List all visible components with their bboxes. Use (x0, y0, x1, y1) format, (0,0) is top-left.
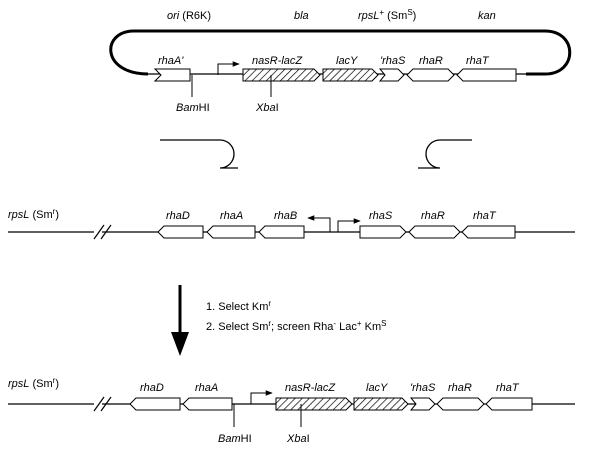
promoter-rhaB-arrow (307, 215, 331, 232)
chrom-label-rhaS: rhaS (369, 210, 393, 222)
result-gene-lacY (353, 397, 409, 411)
chrom-label-rhaD: rhaD (166, 210, 190, 222)
gene-rhaA-prime (153, 68, 191, 82)
label-nasR-lacZ: nasR-lacZ (252, 55, 303, 67)
gene-rhaR (406, 68, 455, 82)
result-label-prime-rhaS: 'rhaS (410, 382, 436, 394)
chromosome: rpsL (Smr) rhaD rhaA rhaB rhaS rhaR rhaT (8, 207, 575, 240)
result-label-nasR-lacZ: nasR-lacZ (285, 382, 336, 394)
gene-nasR-lacZ (242, 68, 321, 82)
chromosome-label-rpsl: rpsL (Smr) (8, 207, 59, 221)
result-chromosome: rpsL (Smr) rhaD rhaA nasR-lacZ lacY 'rha… (8, 376, 575, 445)
chrom-label-rhaA: rhaA (220, 210, 243, 222)
chrom-gene-rhaA (206, 225, 256, 239)
step-2-text: 2. Select Smr; screen Rha- Lac+ KmS (206, 319, 386, 333)
promoter-rhaS-arrow (337, 218, 361, 232)
chrom-gene-rhaS (359, 225, 407, 239)
promoter-arrow (217, 61, 240, 75)
chromosome-break-1 (93, 224, 105, 240)
chrom-label-rhaB: rhaB (274, 210, 297, 222)
result-label-xbai: XbaI (286, 433, 310, 445)
chrom-gene-rhaB (258, 225, 305, 239)
chrom-gene-rhaD (157, 225, 204, 239)
plasmid-label-bla: bla (294, 10, 309, 22)
down-arrow-head (171, 332, 189, 356)
chrom-gene-rhaR (408, 225, 461, 239)
crossover-arc-left (160, 139, 238, 169)
result-gene-rhaD (129, 397, 181, 411)
plasmid-label-ori: ori (R6K) (167, 10, 211, 22)
result-label-lacY: lacY (366, 382, 388, 394)
result-label-bamhi: BamHI (218, 433, 252, 445)
result-gene-rhaA (182, 397, 233, 411)
crossover-arc-right (418, 139, 472, 169)
chrom-label-rhaR: rhaR (421, 210, 445, 222)
result-label-rpsl: rpsL (Smr) (8, 376, 59, 390)
result-label-rhaR: rhaR (448, 382, 472, 394)
chromosome-break-2 (100, 224, 112, 240)
plasmid-label-kan: kan (478, 10, 496, 22)
result-gene-prime-rhaS (409, 397, 436, 411)
label-rhaR: rhaR (419, 55, 443, 67)
result-gene-rhaR (436, 397, 485, 411)
result-label-rhaT: rhaT (496, 382, 520, 394)
gene-prime-rhaS (378, 68, 405, 82)
chrom-gene-rhaT (461, 225, 516, 239)
plasmid-label-rpsl: rpsL+ (SmS) (358, 8, 416, 22)
plasmid-backbone (109, 29, 572, 76)
result-gene-rhaT (485, 397, 533, 411)
label-rhaA-prime: rhaA' (158, 55, 184, 67)
result-label-rhaD: rhaD (140, 382, 164, 394)
step-1-text: 1. Select Kmr (206, 299, 271, 313)
label-prime-rhaS: 'rhaS (380, 55, 406, 67)
label-xbai: XbaI (255, 102, 279, 114)
result-gene-nasR-lacZ (275, 397, 353, 411)
result-break-1 (93, 396, 105, 412)
result-break-2 (100, 396, 112, 412)
gene-lacY (322, 68, 379, 82)
result-label-rhaA: rhaA (195, 382, 218, 394)
label-lacY: lacY (336, 55, 358, 67)
label-rhaT: rhaT (466, 55, 490, 67)
result-promoter-arrow (250, 390, 273, 404)
chrom-label-rhaT: rhaT (473, 210, 497, 222)
gene-rhaT (456, 68, 517, 82)
plasmid: ori (R6K) bla rpsL+ (SmS) kan rhaA' nasR… (109, 8, 572, 114)
selection-steps: 1. Select Kmr 2. Select Smr; screen Rha-… (171, 285, 386, 356)
label-bamhi: BamHI (176, 102, 210, 114)
